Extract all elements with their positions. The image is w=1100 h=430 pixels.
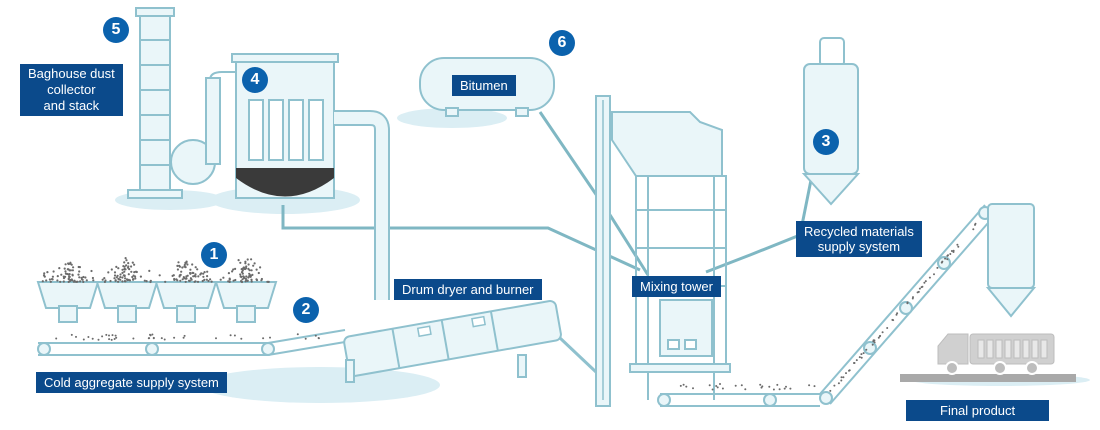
step-badge-2: 2 — [293, 297, 319, 323]
step-badge-3: 3 — [813, 129, 839, 155]
conveyor-roller — [262, 343, 274, 355]
conveyor-roller — [864, 342, 876, 354]
step-badge-1: 1 — [201, 242, 227, 268]
conveyor-roller — [900, 302, 912, 314]
stack-cap — [136, 8, 174, 16]
label-final-product: Final product — [906, 400, 1049, 421]
silo-cone — [804, 174, 858, 204]
recycled-silo — [804, 38, 858, 204]
label-cold-aggregate-supply: Cold aggregate supply system — [36, 372, 227, 393]
drum-leg-right — [518, 355, 526, 377]
drum-outlet-chute — [560, 338, 596, 372]
feed-bin — [38, 262, 98, 322]
recycled-silo-body — [804, 64, 858, 174]
filter-bag — [309, 100, 323, 160]
drum-body-group — [343, 300, 562, 377]
label-mixing-tower: Mixing tower — [632, 276, 721, 297]
conveyor-roller — [38, 343, 50, 355]
storage-silo — [988, 204, 1034, 316]
road — [900, 374, 1076, 382]
filter-bag — [269, 100, 283, 160]
storage-silo-cone — [988, 288, 1034, 316]
feed-bin — [156, 261, 216, 323]
stack — [128, 8, 240, 198]
label-recycled-materials-supply: Recycled materials supply system — [796, 221, 922, 257]
truck-wheel — [1026, 362, 1038, 374]
conveyor-roller — [764, 394, 776, 406]
connector-lines — [283, 112, 815, 275]
truck-wheel — [946, 362, 958, 374]
truck-cab — [938, 334, 968, 364]
stack-base — [128, 190, 182, 198]
mixing-tower — [596, 96, 730, 406]
connector-baghouse-to-tower — [283, 205, 640, 270]
baghouse-roof — [232, 54, 338, 62]
label-baghouse-dust-collector: Baghouse dust collector and stack — [20, 64, 123, 116]
conveyor-roller — [146, 343, 158, 355]
step-badge-6: 6 — [549, 30, 575, 56]
conveyor-roller — [658, 394, 670, 406]
filter-bag — [289, 100, 303, 160]
filter-bag — [249, 100, 263, 160]
label-drum-dryer-burner: Drum dryer and burner — [394, 279, 542, 300]
duct-vertical — [206, 78, 220, 164]
cold-feed-bins — [38, 257, 276, 322]
conveyor-roller — [820, 392, 832, 404]
silo-top-loop — [820, 38, 844, 66]
step-badge-5: 5 — [103, 17, 129, 43]
feed-bin — [216, 258, 276, 322]
step-badge-4: 4 — [242, 67, 268, 93]
feed-conveyor — [38, 330, 345, 355]
truck — [900, 334, 1076, 382]
tank-leg-left — [446, 108, 458, 116]
truck-wheel — [994, 362, 1006, 374]
tank-leg-right — [516, 108, 528, 116]
feed-bin — [97, 257, 157, 322]
drum-leg-left — [346, 360, 354, 382]
tower-platform — [630, 364, 730, 372]
label-bitumen: Bitumen — [452, 75, 516, 96]
storage-silo-body — [988, 204, 1034, 288]
screen-deck — [612, 112, 722, 176]
drum-dryer — [343, 300, 596, 382]
drum-body — [343, 300, 562, 377]
